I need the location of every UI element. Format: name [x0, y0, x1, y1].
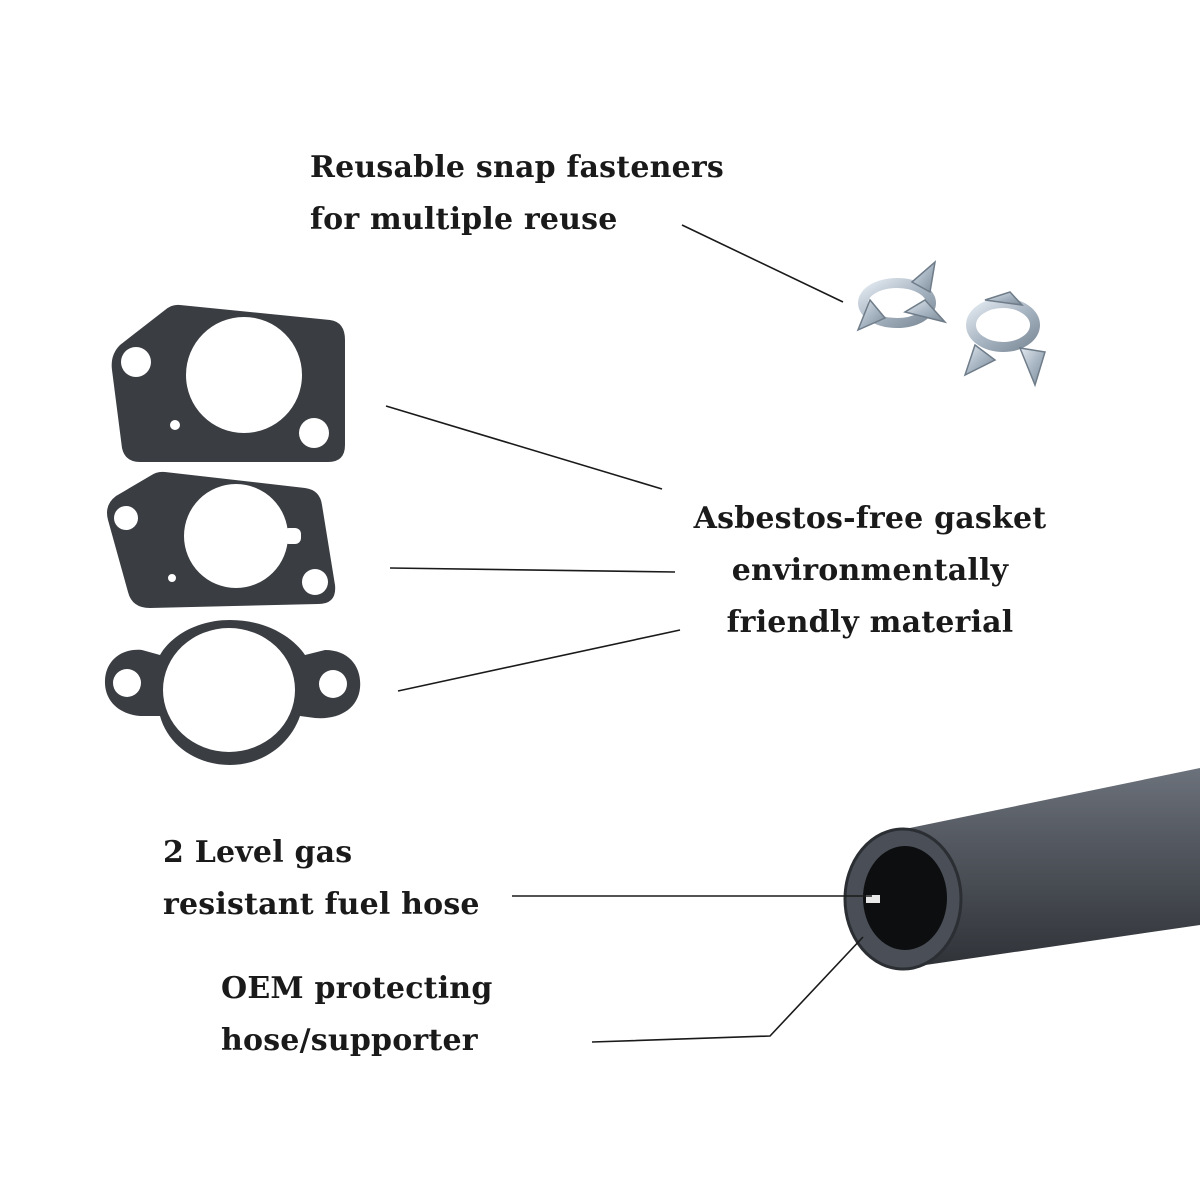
oem-hose-label-line2: hose/supporter — [221, 1023, 478, 1058]
oem-hose-label: OEM protecting hose/supporter — [221, 963, 493, 1067]
fuel-hose-icon — [843, 768, 1200, 971]
gasket-icon — [111, 304, 346, 462]
gasket-icon — [104, 620, 361, 765]
snap-clip-icon — [963, 291, 1046, 388]
snap-clip-icon — [856, 260, 948, 332]
snap-fastener-label-line2: for multiple reuse — [310, 202, 618, 237]
gasket-label-line3: friendly material — [726, 605, 1014, 640]
oem-hose-label-line1: OEM protecting — [221, 971, 493, 1006]
fuel-hose-label-line2: resistant fuel hose — [163, 887, 480, 922]
snap-fastener-label: Reusable snap fasteners for multiple reu… — [310, 142, 724, 246]
fuel-hose-label: 2 Level gas resistant fuel hose — [163, 827, 480, 931]
leader-lines — [385, 224, 872, 1043]
gasket-label: Asbestos-free gasket environmentally fri… — [680, 493, 1060, 649]
gasket-label-line2: environmentally — [731, 553, 1009, 588]
gasket-icon — [107, 471, 336, 608]
snap-fastener-label-line1: Reusable snap fasteners — [310, 150, 724, 185]
fuel-hose-label-line1: 2 Level gas — [163, 835, 353, 870]
gasket-label-line1: Asbestos-free gasket — [693, 501, 1047, 536]
